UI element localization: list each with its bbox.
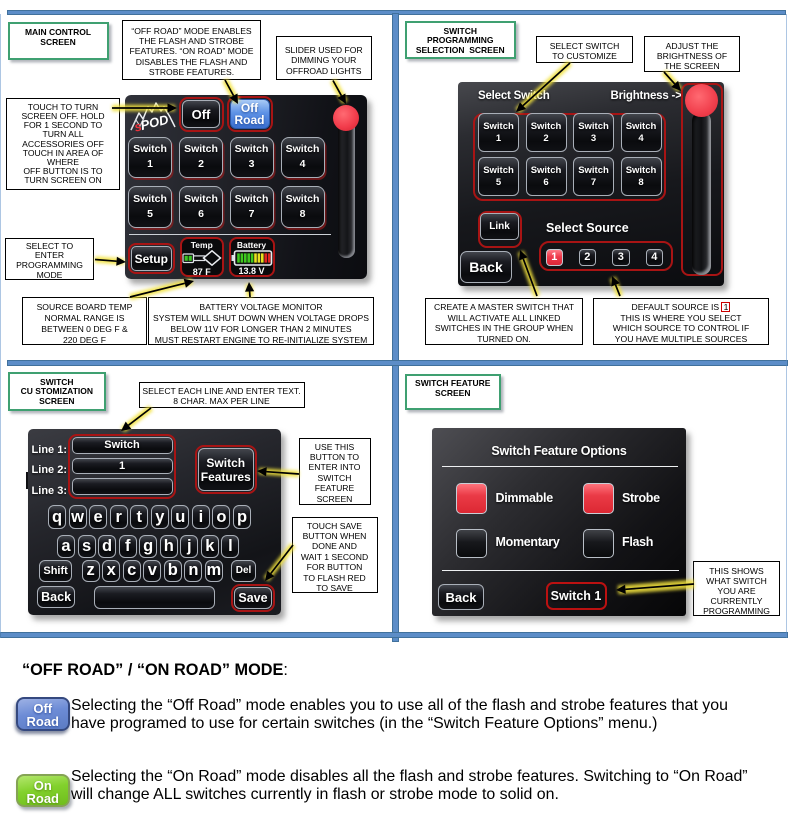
svg-text:s: s — [132, 118, 143, 133]
svg-text:POD: POD — [138, 112, 170, 133]
